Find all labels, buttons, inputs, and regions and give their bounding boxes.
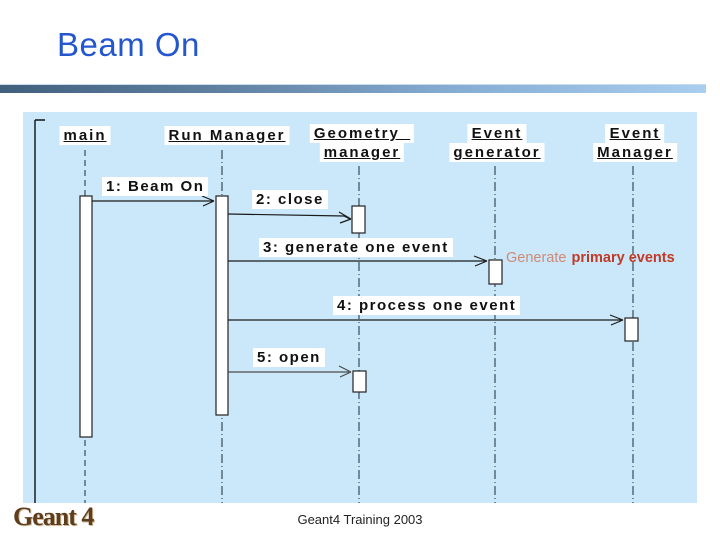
participant-geometry-manager: Geometry_ manager [309,124,415,162]
participant-label: generator [449,143,545,162]
page-title: Beam On [57,26,200,63]
participant-event-manager: Event Manager [593,124,677,162]
footer-credit: Geant4 Training 2003 [297,512,423,527]
participant-label: Run Manager [164,126,290,145]
participant-label: main [59,126,111,145]
message-label-2-close: 2: close [252,190,328,209]
message-label-5-open: 5: open [253,348,325,367]
annotation-emphasis: primary events [571,250,675,266]
message-label-1-beam-on: 1: Beam On [102,177,209,196]
participant-label: Geometry_ [309,124,415,143]
participant-main: main [59,126,111,145]
participant-label: Manager [593,143,677,162]
title-divider-bar [0,84,706,93]
participant-event-generator: Event generator [449,124,545,162]
message-label-4-process-one-event: 4: process one event [333,296,521,315]
participant-label: Event [467,124,527,143]
participant-label: Event [605,124,665,143]
participant-run-manager: Run Manager [164,126,290,145]
annotation-prefix: Generate [506,250,567,266]
message-label-3-generate-one-event: 3: generate one event [259,238,453,257]
geant4-logo: Geant 4 [13,502,94,531]
participant-label: manager [319,143,405,162]
